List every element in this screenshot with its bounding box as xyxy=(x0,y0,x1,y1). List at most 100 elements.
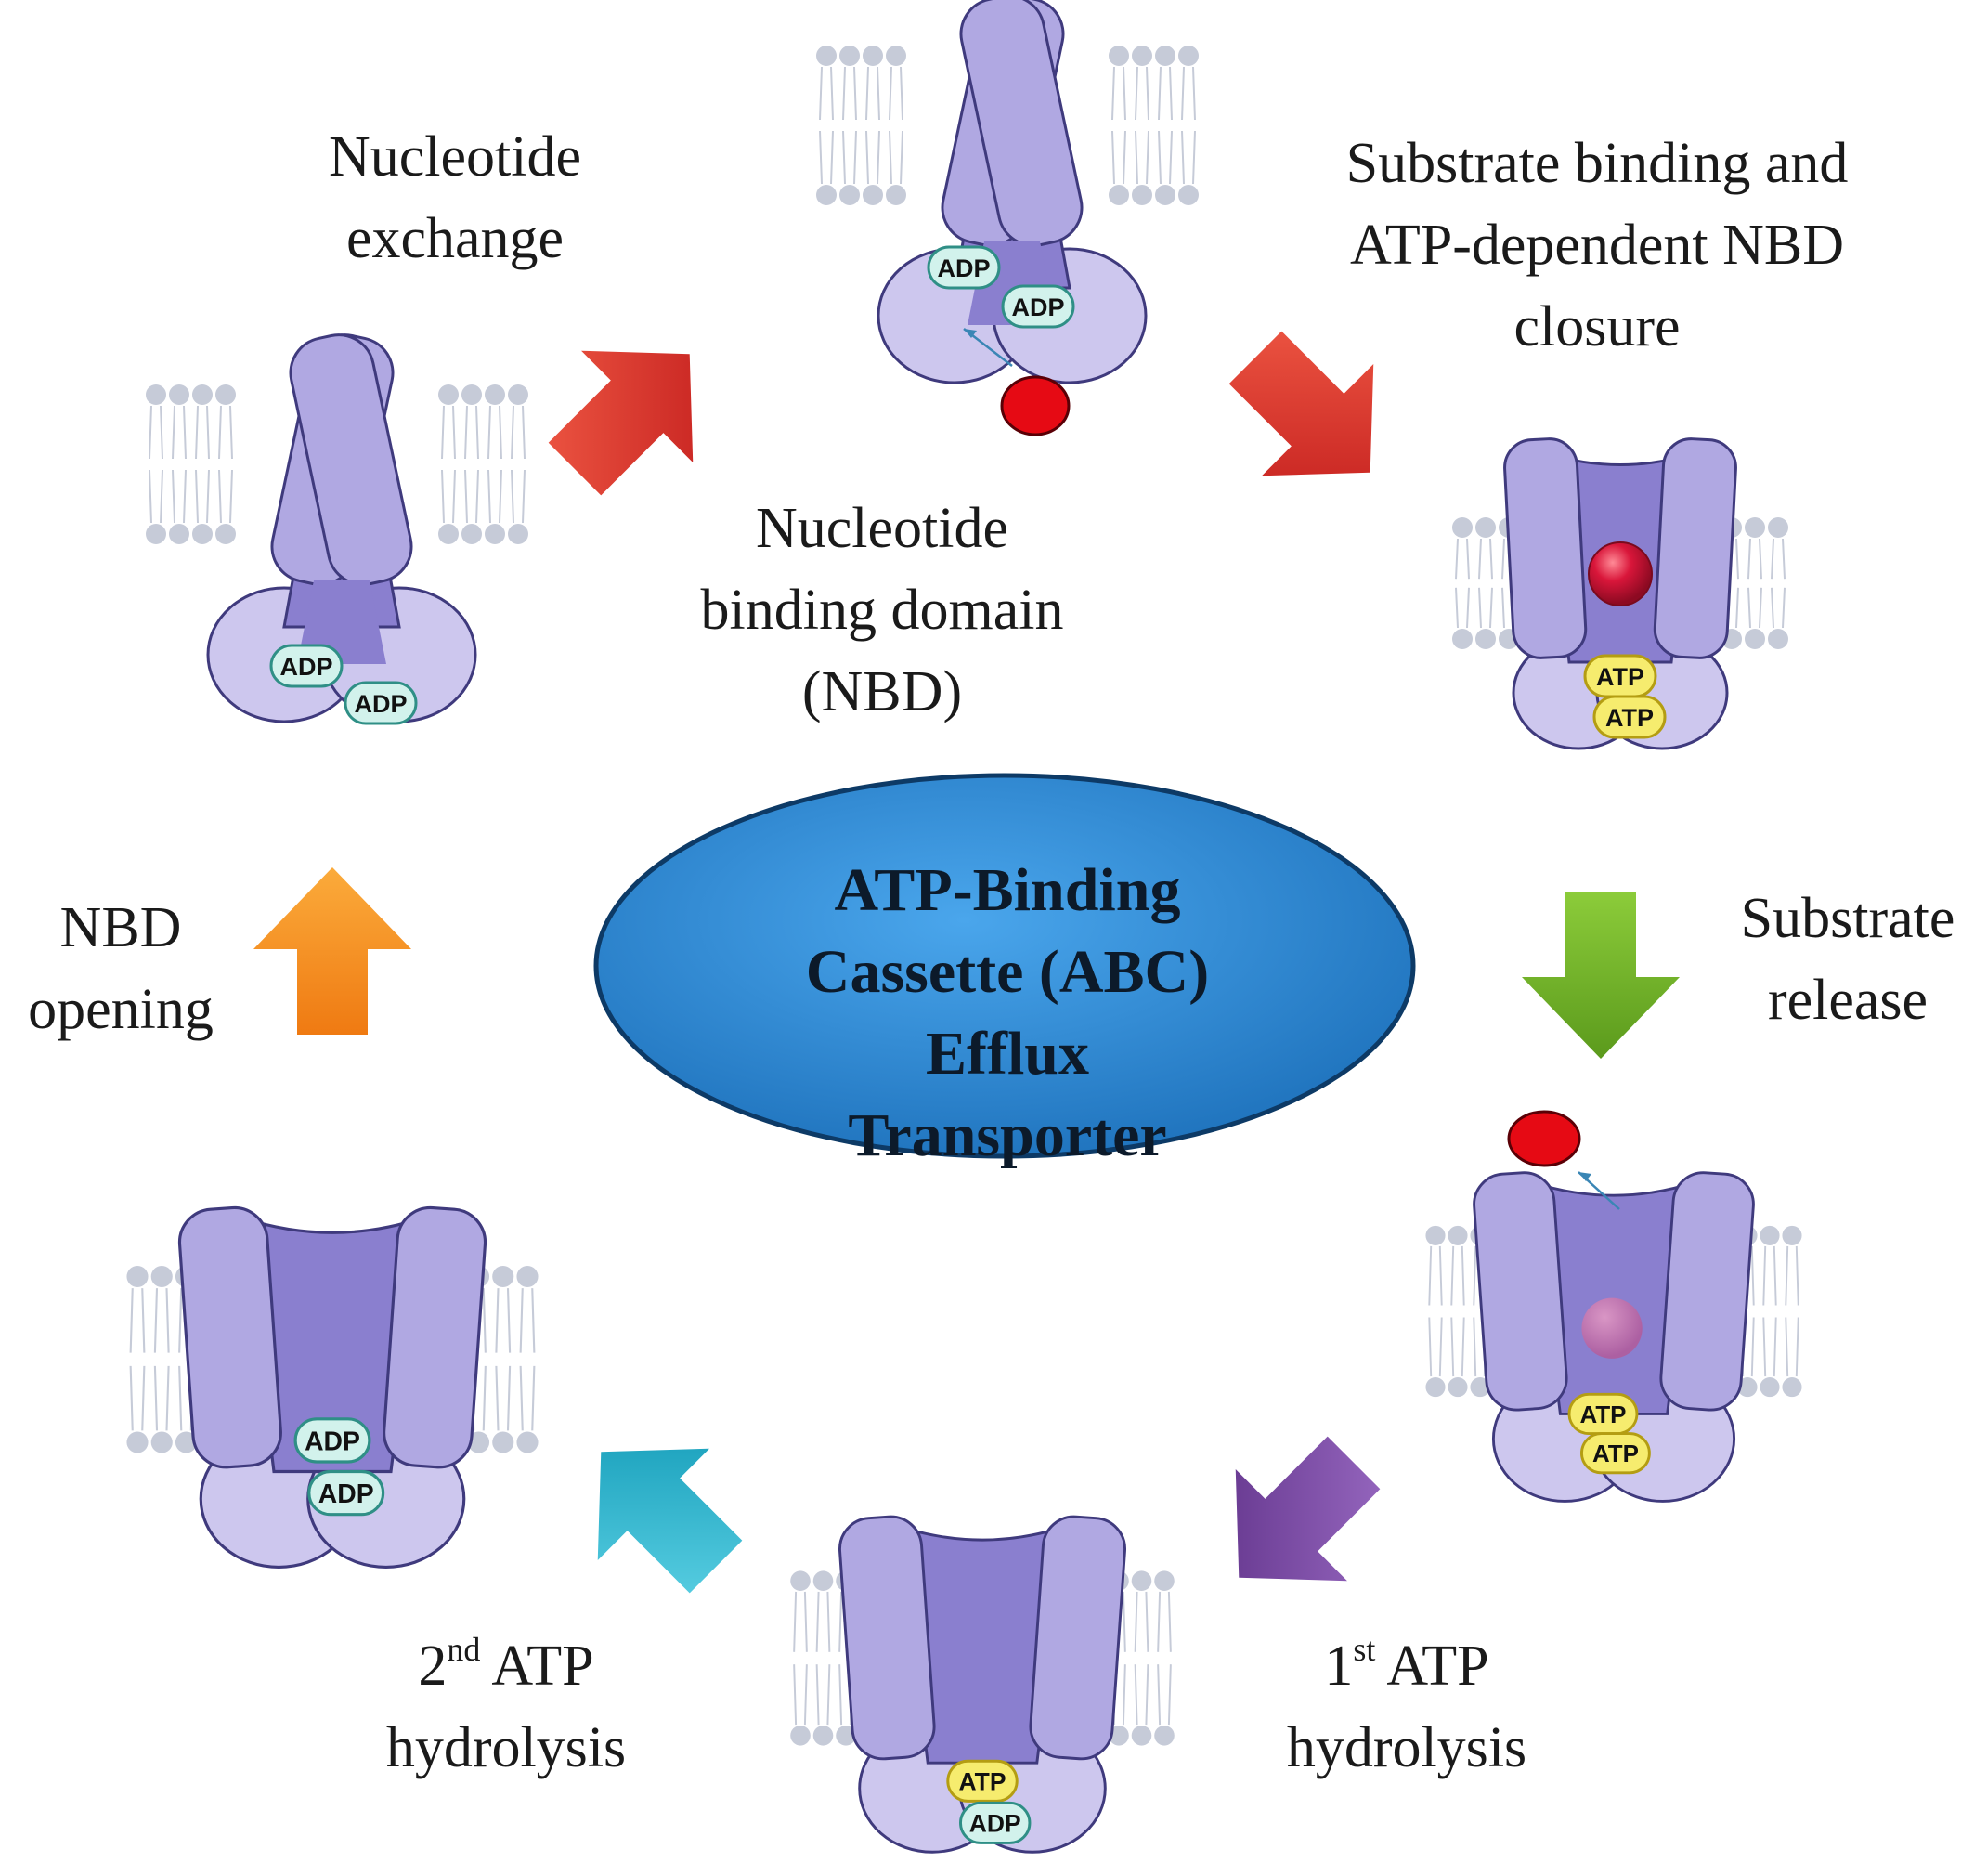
arrow-nucleotide-exchange xyxy=(548,350,694,496)
lipid-head xyxy=(1425,1225,1446,1245)
cycle-arrows xyxy=(253,331,1680,1594)
adp-molecule: ADP xyxy=(927,245,1001,290)
bound-substrate xyxy=(1588,541,1653,606)
lipid-head xyxy=(1132,185,1152,205)
lipid-head xyxy=(485,524,505,544)
lipid-tail xyxy=(1181,66,1196,185)
lipid-head xyxy=(812,1726,834,1746)
nucleotide-label: ADP xyxy=(279,653,332,681)
lipid-head xyxy=(1737,1377,1758,1398)
label-line: release xyxy=(1767,969,1929,1032)
lipid-head xyxy=(816,185,837,205)
tmd-helix-right xyxy=(959,0,1084,247)
lipid-head xyxy=(1475,629,1496,649)
lipid-head xyxy=(438,384,459,405)
lipid-head xyxy=(126,1265,149,1288)
label-line: ATP-dependent NBD xyxy=(1349,214,1845,277)
label-line: binding domain xyxy=(700,579,1064,642)
substrate-released xyxy=(1507,1110,1581,1167)
lipid-tail xyxy=(441,405,456,524)
lipid-tail xyxy=(1134,1591,1149,1726)
lipid-head xyxy=(150,1265,173,1288)
lipid-head xyxy=(215,384,236,405)
tmd-helix-right xyxy=(289,333,413,586)
lipid-bilayer xyxy=(146,384,236,544)
tmd-helix-left xyxy=(177,1205,282,1469)
substrate-release-path-head xyxy=(1578,1172,1591,1181)
nucleotide-pill xyxy=(1592,695,1667,739)
lipid-tail xyxy=(1747,538,1762,629)
lipid-head xyxy=(1760,1225,1780,1245)
nucleotide-label: ATP xyxy=(1605,704,1654,732)
tmd-cavity xyxy=(297,580,386,664)
lipid-tail xyxy=(815,1591,831,1726)
lipid-head xyxy=(192,384,213,405)
arrow-second-hydrolysis xyxy=(597,1448,743,1594)
lipid-tail xyxy=(195,405,210,524)
bound-substrate-fading xyxy=(1581,1297,1643,1359)
tmd-helix-right xyxy=(1029,1515,1127,1761)
lipid-tail xyxy=(495,1288,512,1431)
center-title: ATP-Binding Cassette (ABC) Efflux Transp… xyxy=(604,850,1411,1177)
lipid-tail xyxy=(889,66,903,185)
lipid-head xyxy=(461,384,482,405)
lipid-tail xyxy=(511,405,526,524)
lipid-head xyxy=(1745,629,1765,649)
lipid-head xyxy=(438,524,459,544)
lipid-head xyxy=(1109,185,1129,205)
lipid-head xyxy=(516,1265,539,1288)
lipid-head xyxy=(886,46,906,66)
adp-molecule: ADP xyxy=(269,644,344,688)
lipid-tail xyxy=(1478,538,1493,629)
lipid-head xyxy=(812,1570,834,1591)
lipid-head xyxy=(863,185,883,205)
lipid-head xyxy=(485,384,505,405)
substrate-top xyxy=(1000,375,1071,436)
lipid-head xyxy=(1131,1570,1152,1591)
lipid-head xyxy=(1782,1377,1802,1398)
tmd-helix-right xyxy=(383,1205,487,1469)
lipid-head xyxy=(836,1726,856,1746)
nucleotide-pill xyxy=(344,681,418,725)
nucleotide-label: ATP xyxy=(959,1768,1006,1796)
label-substrate-binding: Substrate binding and ATP-dependent NBD … xyxy=(1281,123,1913,368)
lipid-head xyxy=(146,524,166,544)
lipid-head xyxy=(1178,185,1199,205)
lipid-head xyxy=(1154,1570,1175,1591)
lipid-head xyxy=(816,46,837,66)
nucleotide-pill xyxy=(293,1417,371,1464)
transporter-bottom: ATP ADP xyxy=(790,1515,1175,1854)
ordinal-number: 1 xyxy=(1324,1635,1354,1698)
center-title-line: Efflux xyxy=(925,1020,1090,1088)
label-line: opening xyxy=(28,978,214,1041)
lipid-head xyxy=(508,524,528,544)
nucleotide-label: ATP xyxy=(1592,1441,1639,1467)
nucleotide-label: ATP xyxy=(1596,663,1644,691)
lipid-head xyxy=(192,524,213,544)
center-title-line: Cassette (ABC) xyxy=(805,938,1210,1006)
lipid-head xyxy=(1154,1726,1175,1746)
lipid-tail xyxy=(1785,1245,1799,1377)
label-line: NBD xyxy=(59,896,182,959)
arrow-first-hydrolysis xyxy=(1235,1436,1381,1582)
label-line: hydrolysis xyxy=(1286,1716,1527,1779)
lipid-head xyxy=(492,1431,514,1453)
label-line: hydrolysis xyxy=(385,1716,627,1779)
nucleotide-label: ADP xyxy=(969,1810,1021,1838)
adp-molecule: ADP xyxy=(959,1801,1032,1844)
lipid-tail xyxy=(149,405,163,524)
nucleotide-pill xyxy=(1001,284,1075,329)
label-line: Substrate binding and xyxy=(1345,132,1849,195)
lipid-head xyxy=(461,524,482,544)
lipid-head xyxy=(863,46,883,66)
tmd-helix-left xyxy=(1473,1171,1568,1412)
lipid-tail xyxy=(1135,66,1149,185)
lipid-tail xyxy=(519,1288,536,1431)
lipid-tail xyxy=(819,66,834,185)
label-second-hydrolysis: 2nd ATP hydrolysis xyxy=(344,1625,669,1789)
lipid-head xyxy=(516,1431,539,1453)
